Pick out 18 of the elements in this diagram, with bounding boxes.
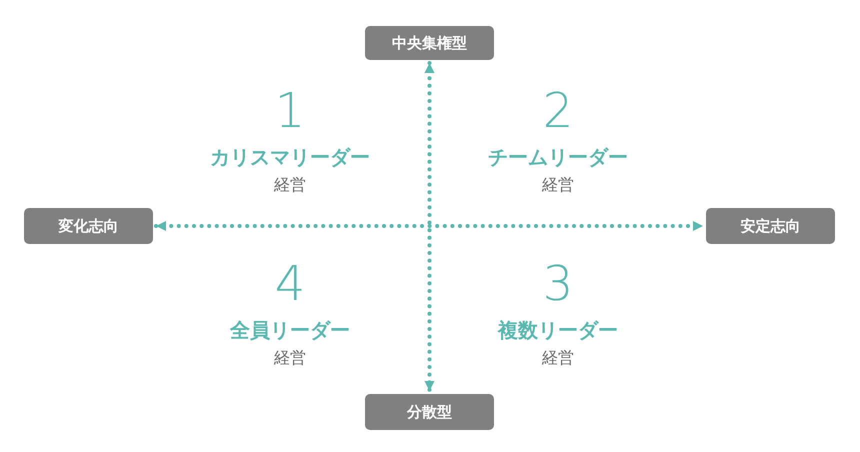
- axis-label-box: 安定志向: [706, 208, 835, 244]
- quadrant-title: 複数リーダー: [498, 320, 618, 340]
- axis-label-box: 分散型: [365, 394, 494, 430]
- quadrant-title: カリスマリーダー: [210, 147, 370, 167]
- axis-label-box: 中央集権型: [365, 26, 494, 60]
- quadrant-title: 全員リーダー: [230, 320, 350, 340]
- dotted-arrow: [424, 61, 434, 393]
- quadrant-title: チームリーダー: [488, 147, 628, 167]
- quadrant-subtitle: 経営: [542, 177, 574, 193]
- quadrant-number: 1: [274, 87, 306, 135]
- quadrant-subtitle: 経営: [274, 350, 306, 366]
- axis-label-box: 変化志向: [24, 208, 153, 244]
- quadrant-number: 3: [542, 260, 574, 308]
- quadrant-number: 2: [542, 87, 574, 135]
- quadrant-subtitle: 経営: [542, 350, 574, 366]
- dotted-arrow: [154, 221, 705, 231]
- quadrant-subtitle: 経営: [274, 177, 306, 193]
- quadrant-number: 4: [274, 260, 306, 308]
